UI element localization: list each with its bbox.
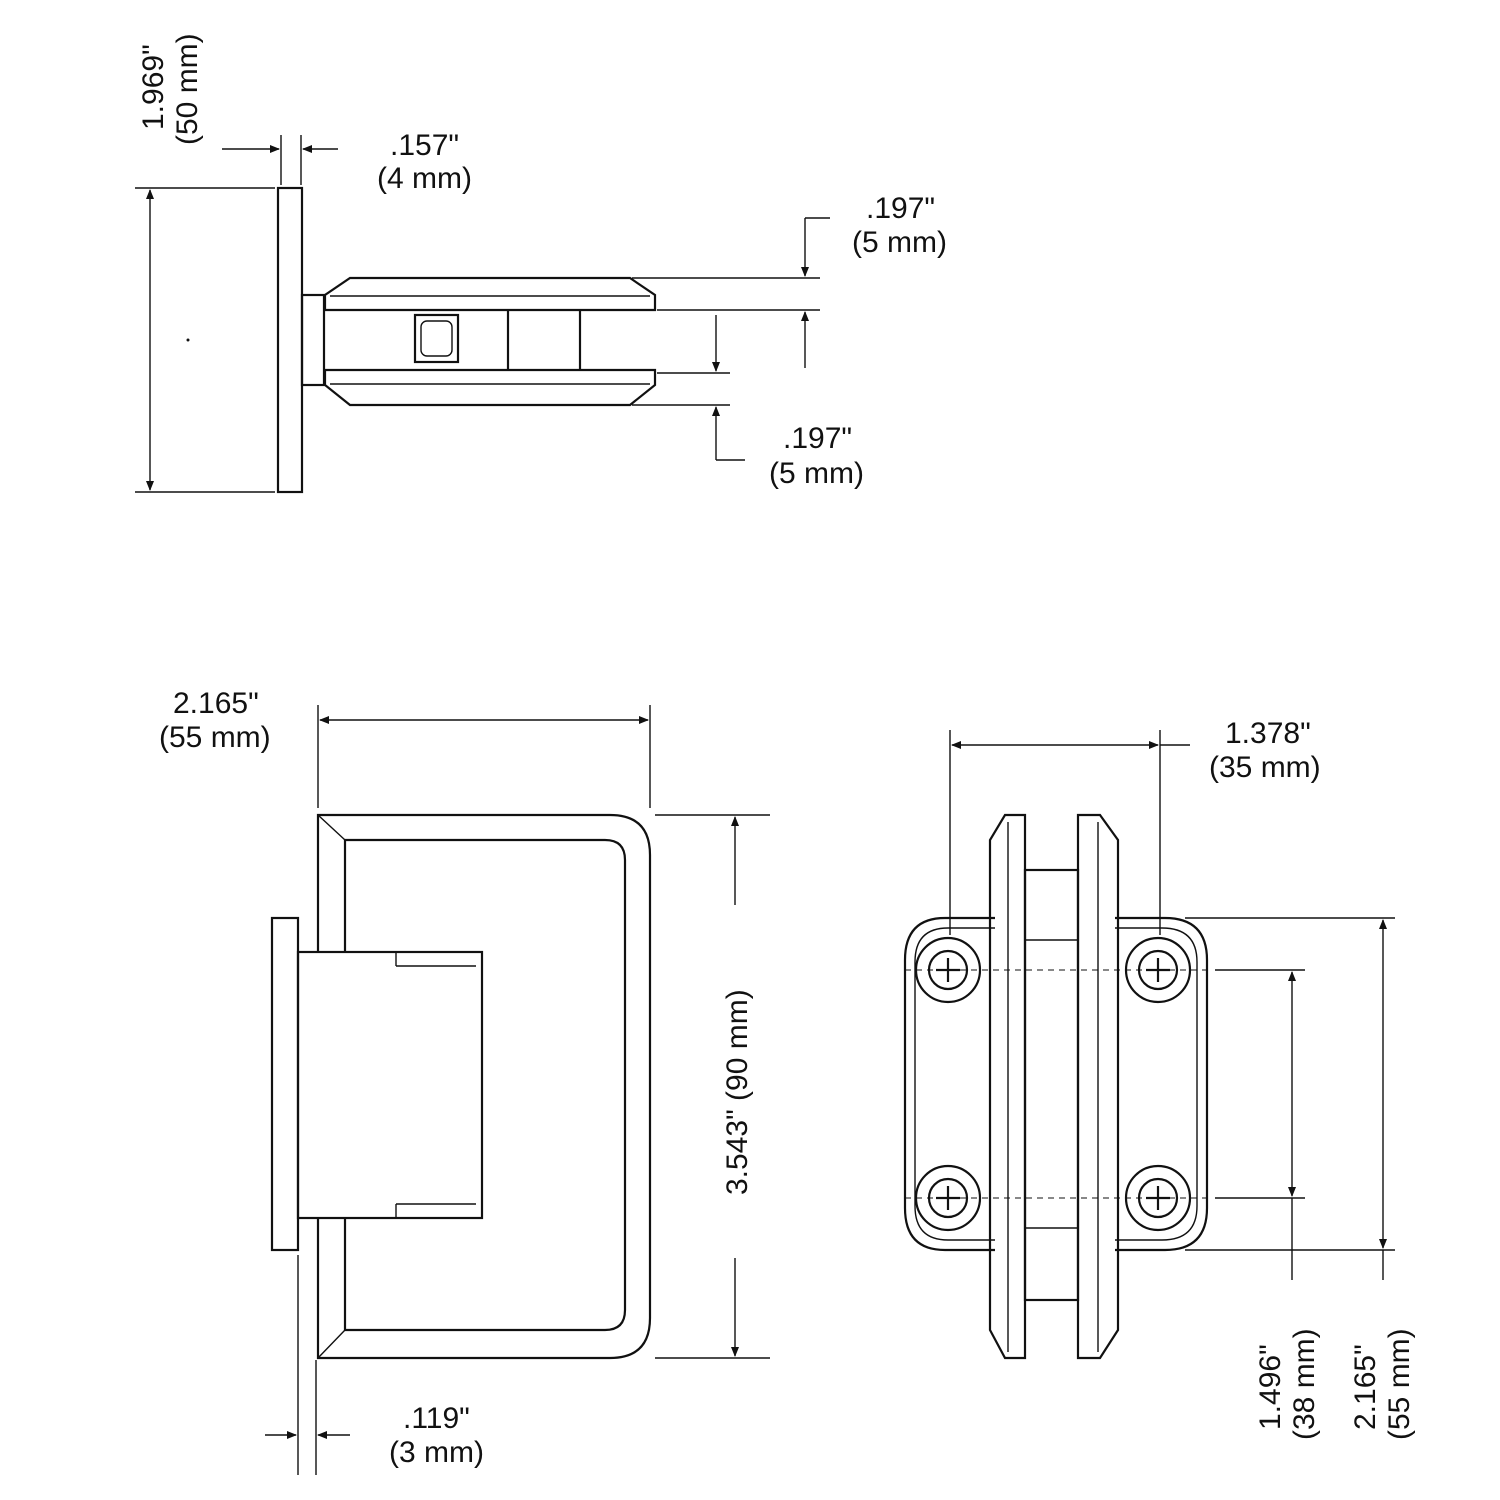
dim-inch: .119"	[403, 1402, 470, 1435]
hole-spacing-vertical-dimension: 1.496" (38 mm)	[1215, 969, 1321, 1440]
hinge-body	[296, 950, 484, 1220]
dim-mm: (5 mm)	[769, 457, 864, 490]
dim-mm: (55 mm)	[159, 721, 271, 754]
hinge-stub	[300, 293, 326, 387]
screw-holes	[905, 936, 1207, 1232]
left-glass-clamp	[988, 813, 1027, 1360]
height-dimension: 1.969" (50 mm)	[135, 33, 275, 493]
top-view: 1.969" (50 mm) .157" (4 mm) .197" (5 mm)	[135, 33, 947, 494]
glass-clamp-frame	[316, 813, 652, 1360]
lower-clamp	[323, 368, 657, 407]
lower-offset-dimension: .197" (5 mm)	[632, 315, 864, 490]
dim-mm: (5 mm)	[852, 226, 947, 259]
upper-clamp	[323, 276, 657, 312]
left-mount-plate	[903, 916, 995, 1252]
upper-offset-dimension: .197" (5 mm)	[632, 192, 947, 368]
dim-inch: 2.165"	[1349, 1344, 1382, 1430]
dim-inch: 1.378"	[1225, 717, 1311, 750]
plate-height-dimension: 2.165" (55 mm)	[1185, 917, 1416, 1440]
front-view: 1.378" (35 mm) 1.496" (38 mm) 2.165" (55…	[903, 717, 1416, 1440]
wall-plate	[270, 916, 300, 1252]
dim-label: 3.543" (90 mm)	[721, 989, 754, 1195]
dim-mm: (55 mm)	[1383, 1328, 1416, 1440]
right-mount-plate	[1115, 916, 1209, 1252]
plate-thickness-dimension: .157" (4 mm)	[222, 129, 472, 195]
dim-inch: .197"	[783, 422, 852, 455]
dim-inch: 1.969"	[137, 44, 170, 130]
dim-inch: 2.165"	[173, 687, 259, 720]
dim-inch: 1.496"	[1254, 1344, 1287, 1430]
side-view: 2.165" (55 mm) 3.543" (90 mm) .119" (3 m…	[159, 687, 770, 1475]
wall-plate	[276, 186, 304, 494]
center-block	[1023, 868, 1080, 1302]
gap-dimension: .119" (3 mm)	[265, 1255, 484, 1475]
width-dimension: 2.165" (55 mm)	[159, 687, 651, 808]
dim-mm: (4 mm)	[377, 162, 472, 195]
dim-mm: (35 mm)	[1209, 751, 1321, 784]
hole-spacing-horizontal-dimension: 1.378" (35 mm)	[949, 717, 1321, 935]
dim-mm: (3 mm)	[389, 1436, 484, 1469]
dim-mm: (38 mm)	[1288, 1328, 1321, 1440]
right-glass-clamp	[1076, 813, 1120, 1360]
dim-inch: .157"	[390, 129, 459, 162]
pivot-square	[413, 313, 460, 364]
dim-inch: .197"	[866, 192, 935, 225]
dim-mm: (50 mm)	[171, 33, 204, 145]
height-dimension: 3.543" (90 mm)	[655, 814, 770, 1359]
screw-icon	[914, 1164, 982, 1232]
screw-icon	[914, 936, 982, 1004]
